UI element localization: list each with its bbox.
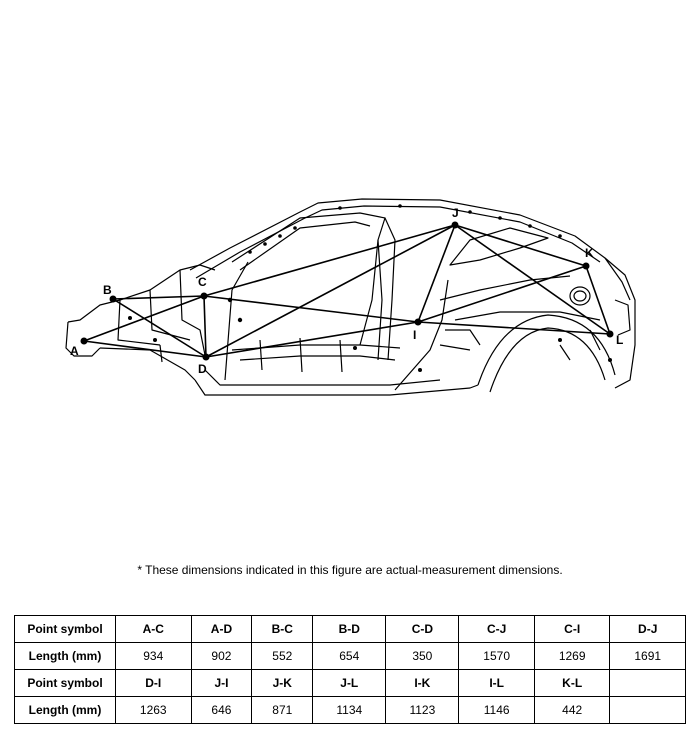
point-k-label: K	[585, 246, 594, 260]
table-cell: 1570	[458, 642, 535, 670]
measure-line-j-l	[454, 224, 611, 335]
point-d-label: D	[198, 362, 207, 376]
point-j-label: J	[452, 206, 459, 220]
table-cell: C-D	[385, 615, 460, 643]
point-l-marker	[606, 330, 614, 338]
row-header: Length (mm)	[14, 696, 116, 724]
table-cell: I-K	[385, 669, 460, 697]
table-cell: C-I	[533, 615, 611, 643]
car-body-outline	[65, 198, 636, 396]
measure-line-i-k	[417, 265, 587, 323]
measure-line-a-d	[83, 340, 207, 358]
measure-line-c-i	[203, 295, 419, 323]
table-cell: 350	[385, 642, 460, 670]
table-cell: J-I	[190, 669, 253, 697]
table-cell: 902	[190, 642, 253, 670]
table-cell	[609, 669, 686, 697]
table-cell: 934	[115, 642, 192, 670]
point-b-marker	[109, 295, 117, 303]
table-cell: 1269	[533, 642, 611, 670]
row-header: Length (mm)	[14, 642, 116, 670]
table-cell: 1123	[385, 696, 460, 724]
table-cell: I-L	[458, 669, 535, 697]
table-cell	[609, 696, 686, 724]
table-cell: 654	[312, 642, 387, 670]
measure-line-j-k	[454, 224, 587, 267]
measure-line-b-d	[112, 298, 207, 358]
table-cell: 552	[251, 642, 314, 670]
measurement-note: * These dimensions indicated in this fig…	[137, 563, 563, 577]
table-cell: C-J	[458, 615, 535, 643]
point-c-marker	[200, 292, 208, 300]
table-cell: A-D	[190, 615, 253, 643]
measure-line-k-l	[585, 265, 611, 335]
measure-line-c-d	[203, 295, 207, 358]
measure-line-i-l	[417, 321, 611, 335]
point-k-marker	[582, 262, 590, 270]
row-header: Point symbol	[14, 669, 116, 697]
point-l-label: L	[616, 333, 623, 347]
table-cell: 1146	[458, 696, 535, 724]
table-cell: B-D	[312, 615, 387, 643]
point-j-marker	[451, 221, 459, 229]
measure-line-d-i	[205, 321, 419, 358]
point-b-label: B	[103, 283, 112, 297]
table-cell: B-C	[251, 615, 314, 643]
table-cell: 1134	[312, 696, 387, 724]
table-cell: 871	[251, 696, 314, 724]
table-cell: A-C	[115, 615, 192, 643]
table-cell: 646	[190, 696, 253, 724]
measure-line-c-j	[203, 224, 456, 297]
car-body-diagram: A B C D I J K L	[65, 198, 636, 396]
table-cell: 1691	[609, 642, 686, 670]
table-cell: D-I	[115, 669, 192, 697]
measure-line-b-c	[112, 295, 205, 300]
table-cell: J-L	[312, 669, 387, 697]
measure-line-d-j	[205, 224, 456, 358]
measure-line-j-i	[417, 224, 456, 323]
row-header: Point symbol	[14, 615, 116, 643]
point-i-marker	[414, 318, 422, 326]
table-cell: K-L	[533, 669, 611, 697]
table-cell: 442	[533, 696, 611, 724]
point-a-marker	[80, 337, 88, 345]
table-cell: D-J	[609, 615, 686, 643]
point-c-label: C	[198, 275, 207, 289]
point-a-label: A	[70, 344, 79, 358]
measurement-lines	[83, 224, 611, 358]
table-cell: 1263	[115, 696, 192, 724]
measurement-points: A B C D I J K L	[70, 206, 623, 376]
point-d-marker	[202, 353, 210, 361]
table-cell: J-K	[251, 669, 314, 697]
point-i-label: I	[413, 328, 416, 342]
